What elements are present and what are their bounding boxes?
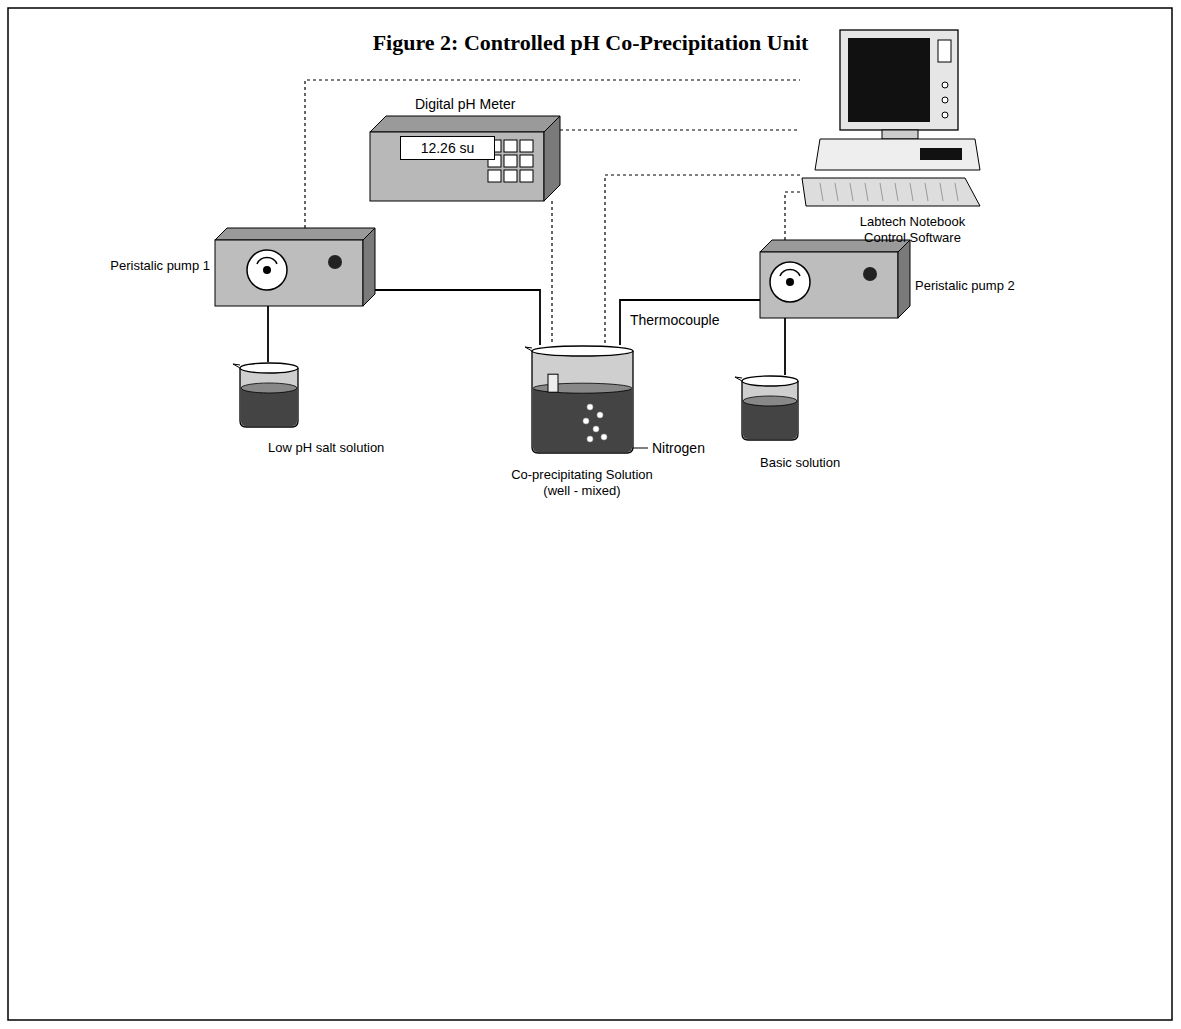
signal-cable xyxy=(551,201,552,345)
frame-border xyxy=(8,8,1172,1020)
reactor-illustration xyxy=(530,345,635,453)
pump-tubing xyxy=(267,306,269,362)
beaker-illustration xyxy=(740,375,800,440)
feed-beaker: Low pH salt solution xyxy=(238,362,300,427)
device-label: Peristalic pump 1 xyxy=(90,258,210,274)
figure-title: Figure 2: Controlled pH Co-Precipitation… xyxy=(0,30,1181,56)
reactor-beaker: Co-precipitating Solution (well - mixed) xyxy=(530,345,635,453)
pump-tubing xyxy=(620,300,760,345)
device-label: Basic solution xyxy=(760,455,900,471)
pump-illustration xyxy=(760,240,910,318)
feed-beaker: Basic solution xyxy=(740,375,800,440)
device-label: Peristalic pump 2 xyxy=(915,278,1040,294)
control-computer: Labtech Notebook Control Software xyxy=(800,30,980,208)
display-readout: 12.26 su xyxy=(400,136,495,160)
pump-tubing xyxy=(375,290,540,345)
signal-cable xyxy=(785,192,800,240)
part-label: Thermocouple xyxy=(630,312,720,329)
signal-cable xyxy=(305,80,800,228)
ph-meter: Digital pH Meter12.26 su xyxy=(370,116,560,201)
pump-tubing xyxy=(784,318,786,375)
device-label: Labtech Notebook Control Software xyxy=(850,214,975,245)
beaker-illustration xyxy=(238,362,300,427)
device-label: Co-precipitating Solution (well - mixed) xyxy=(497,467,667,498)
signal-cable xyxy=(560,129,800,130)
device-label: Low pH salt solution xyxy=(268,440,468,456)
part-label: Nitrogen xyxy=(652,440,705,457)
device-label: Digital pH Meter xyxy=(415,96,575,113)
computer-illustration xyxy=(800,30,980,208)
peristaltic-pump: Peristalic pump 2 xyxy=(760,240,910,318)
pump-illustration xyxy=(215,228,375,306)
peristaltic-pump: Peristalic pump 1 xyxy=(215,228,375,306)
